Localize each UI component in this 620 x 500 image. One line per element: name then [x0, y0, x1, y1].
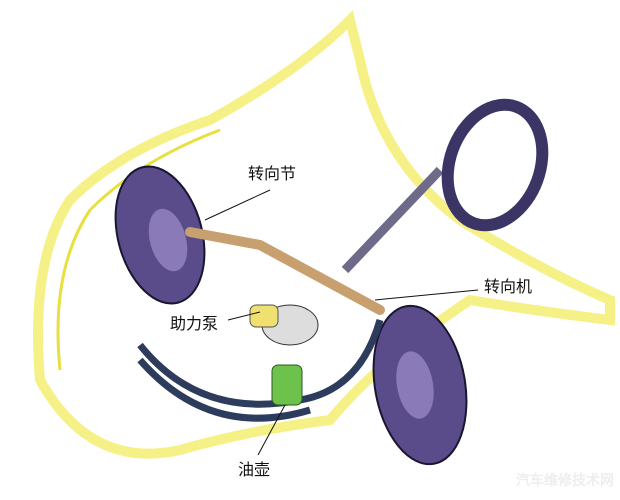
right-wheel-hub [396, 351, 434, 419]
car-body-outline-inner [56, 128, 221, 371]
left-wheel-hub [148, 208, 188, 272]
leader-oil-reservoir [257, 404, 286, 456]
label-steering-gear: 转向机 [484, 277, 533, 296]
oil-reservoir [271, 364, 303, 406]
steering-column [341, 166, 444, 274]
leader-power-pump [227, 311, 261, 321]
leader-steering-knuckle [204, 189, 271, 221]
leader-steering-gear [374, 289, 479, 301]
label-oil-reservoir: 油壶 [238, 460, 271, 479]
steering-rack [185, 227, 385, 315]
car-body-outline [33, 10, 615, 459]
pump-pulley [249, 304, 279, 328]
label-steering-knuckle: 转向节 [248, 164, 297, 183]
watermark: 汽车维修技术网 [516, 473, 614, 489]
steering-wheel [441, 98, 549, 232]
label-power-pump: 助力泵 [170, 314, 219, 333]
